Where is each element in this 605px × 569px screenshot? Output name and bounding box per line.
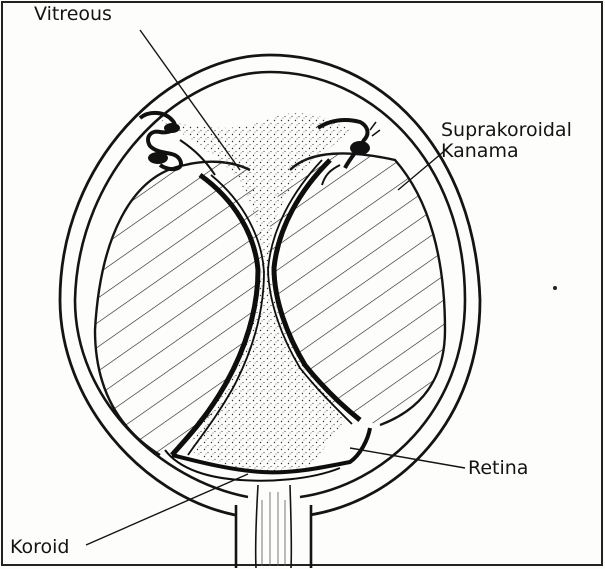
- choroid-leader: [86, 474, 248, 545]
- choroid-label: Koroid: [10, 537, 70, 558]
- vitreous-label: Vitreous: [34, 4, 112, 25]
- suprachoroidal-hemorrhage-label: Suprakoroidal Kanama: [441, 120, 572, 163]
- suprachoroidal-label-line2: Kanama: [441, 141, 572, 162]
- scan-speck: [553, 286, 557, 290]
- suprachoroidal-label-line1: Suprakoroidal: [441, 120, 572, 141]
- retina-label: Retina: [468, 458, 528, 479]
- retina-leader: [350, 448, 465, 468]
